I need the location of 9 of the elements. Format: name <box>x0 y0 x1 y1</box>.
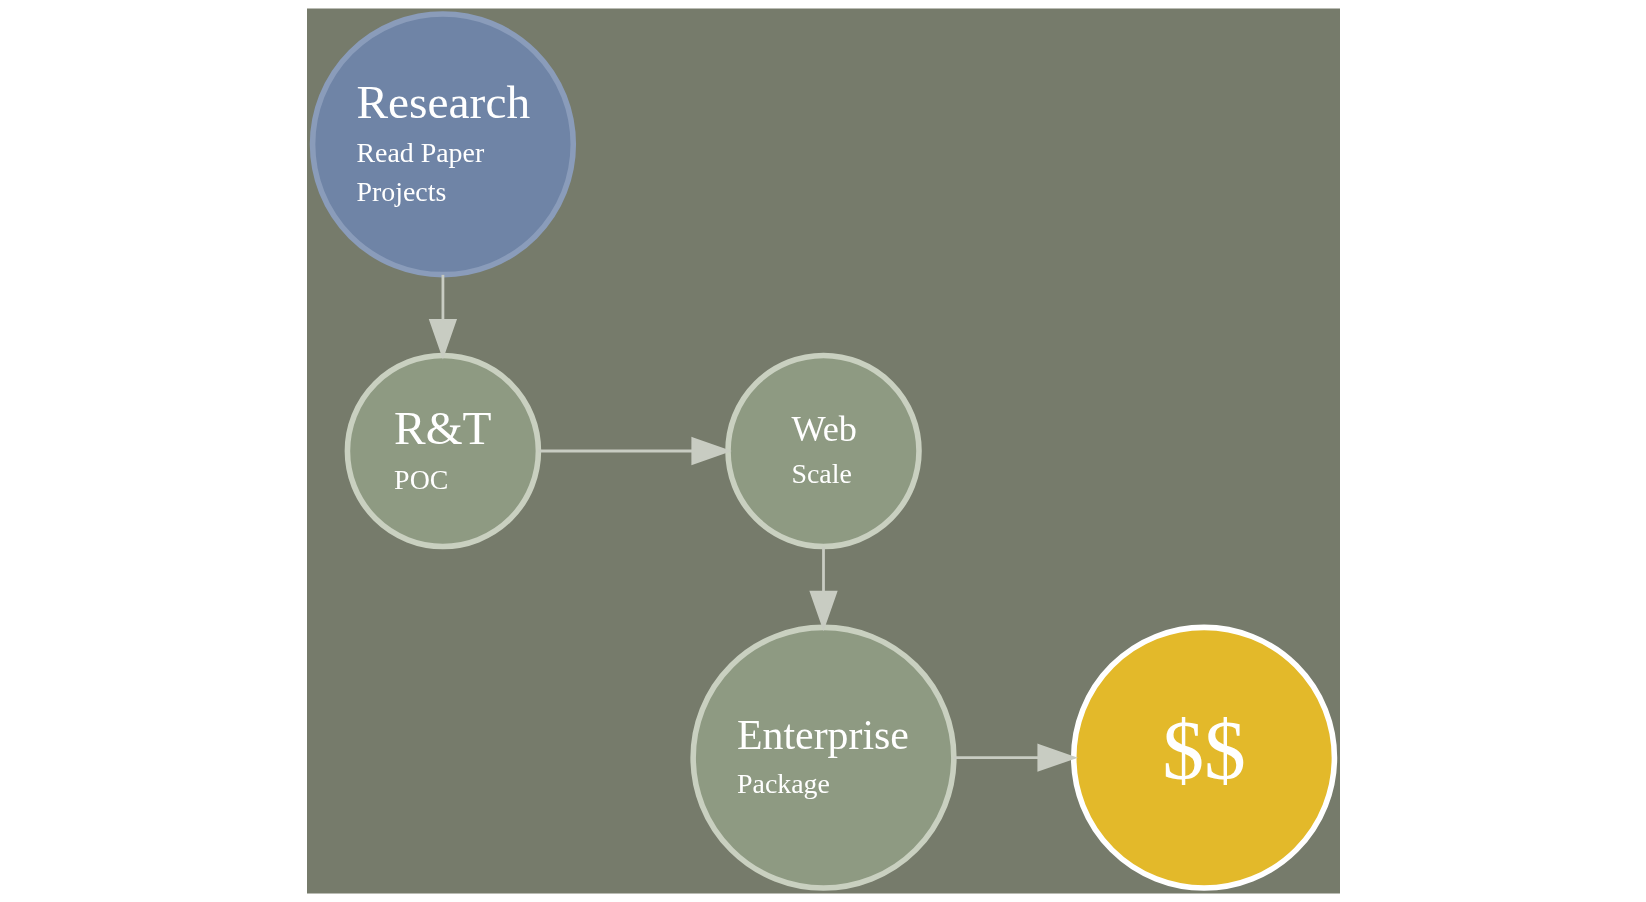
node-circle: $$ <box>1070 624 1337 891</box>
node-circle: R&T POC <box>344 352 541 550</box>
arrow <box>538 436 732 466</box>
node-circle: Web Scale <box>724 352 922 550</box>
arrow <box>953 743 1078 772</box>
arrow <box>428 274 457 360</box>
node-circle: Enterprise Package <box>689 624 957 891</box>
arrow <box>808 546 838 632</box>
node-circle: Research Read Paper Projects <box>309 11 576 278</box>
